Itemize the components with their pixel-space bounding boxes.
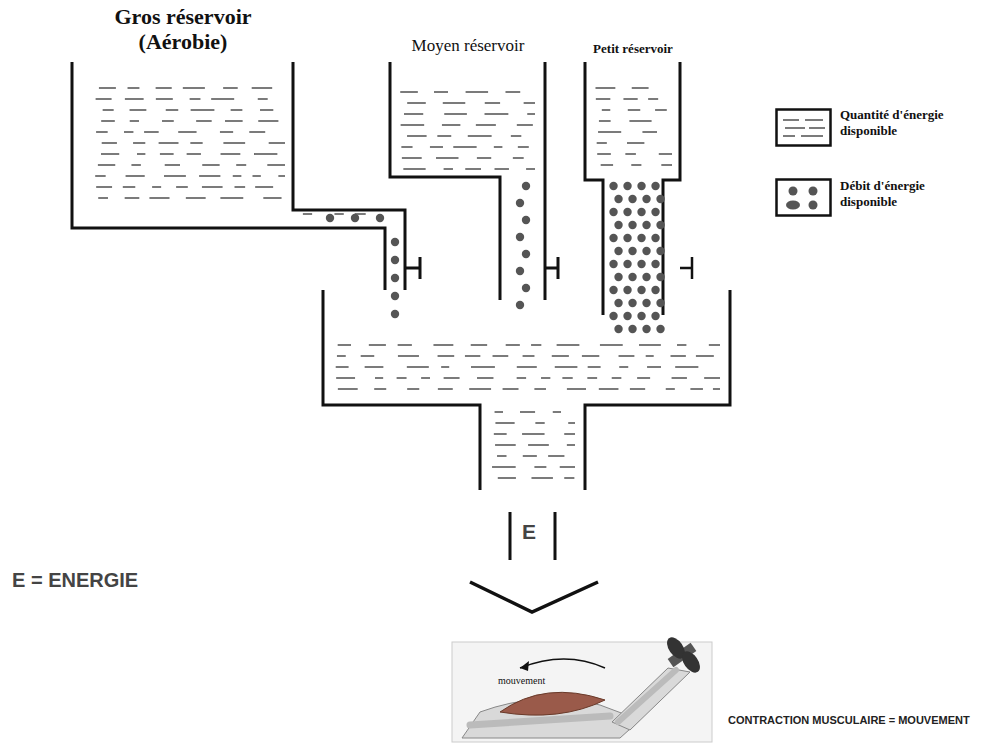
basin-wall: [323, 290, 480, 490]
tank-wall: [72, 62, 385, 290]
tank-wall: [293, 62, 405, 290]
reservoir-tank: Gros réservoir (Aérobie): [72, 4, 294, 55]
tank-wall: [585, 62, 603, 315]
quantity-swatch: [775, 108, 833, 148]
energy-symbol: E: [522, 520, 536, 544]
tank-heading: Moyen réservoir: [376, 36, 560, 56]
basin-wall: [585, 290, 730, 490]
tank-wall: [663, 62, 680, 315]
valve: [405, 257, 420, 279]
energy-arrow: [510, 512, 555, 560]
tank-heading: Gros réservoir (Aérobie): [72, 4, 294, 55]
legend-text: Débit d'énergie disponible: [840, 178, 968, 209]
caption-note: CONTRACTION MUSCULAIRE = MOUVEMENT: [728, 714, 970, 726]
tank-wall: [544, 62, 547, 300]
movement-label: mouvement: [496, 675, 547, 686]
tank-wall: [390, 62, 500, 300]
arm-illustration: [452, 634, 712, 742]
reservoir-tank: Petit réservoir: [570, 42, 696, 57]
reservoir-tank: Moyen réservoir: [376, 36, 560, 56]
valve: [545, 257, 558, 279]
tank-heading: Petit réservoir: [570, 42, 696, 57]
valve: [680, 257, 692, 279]
energy-arrow: [470, 582, 598, 612]
flow-swatch: [775, 178, 833, 218]
energy-key: E = ENERGIE: [12, 569, 138, 592]
legend-text: Quantité d'énergie disponible: [840, 107, 968, 138]
